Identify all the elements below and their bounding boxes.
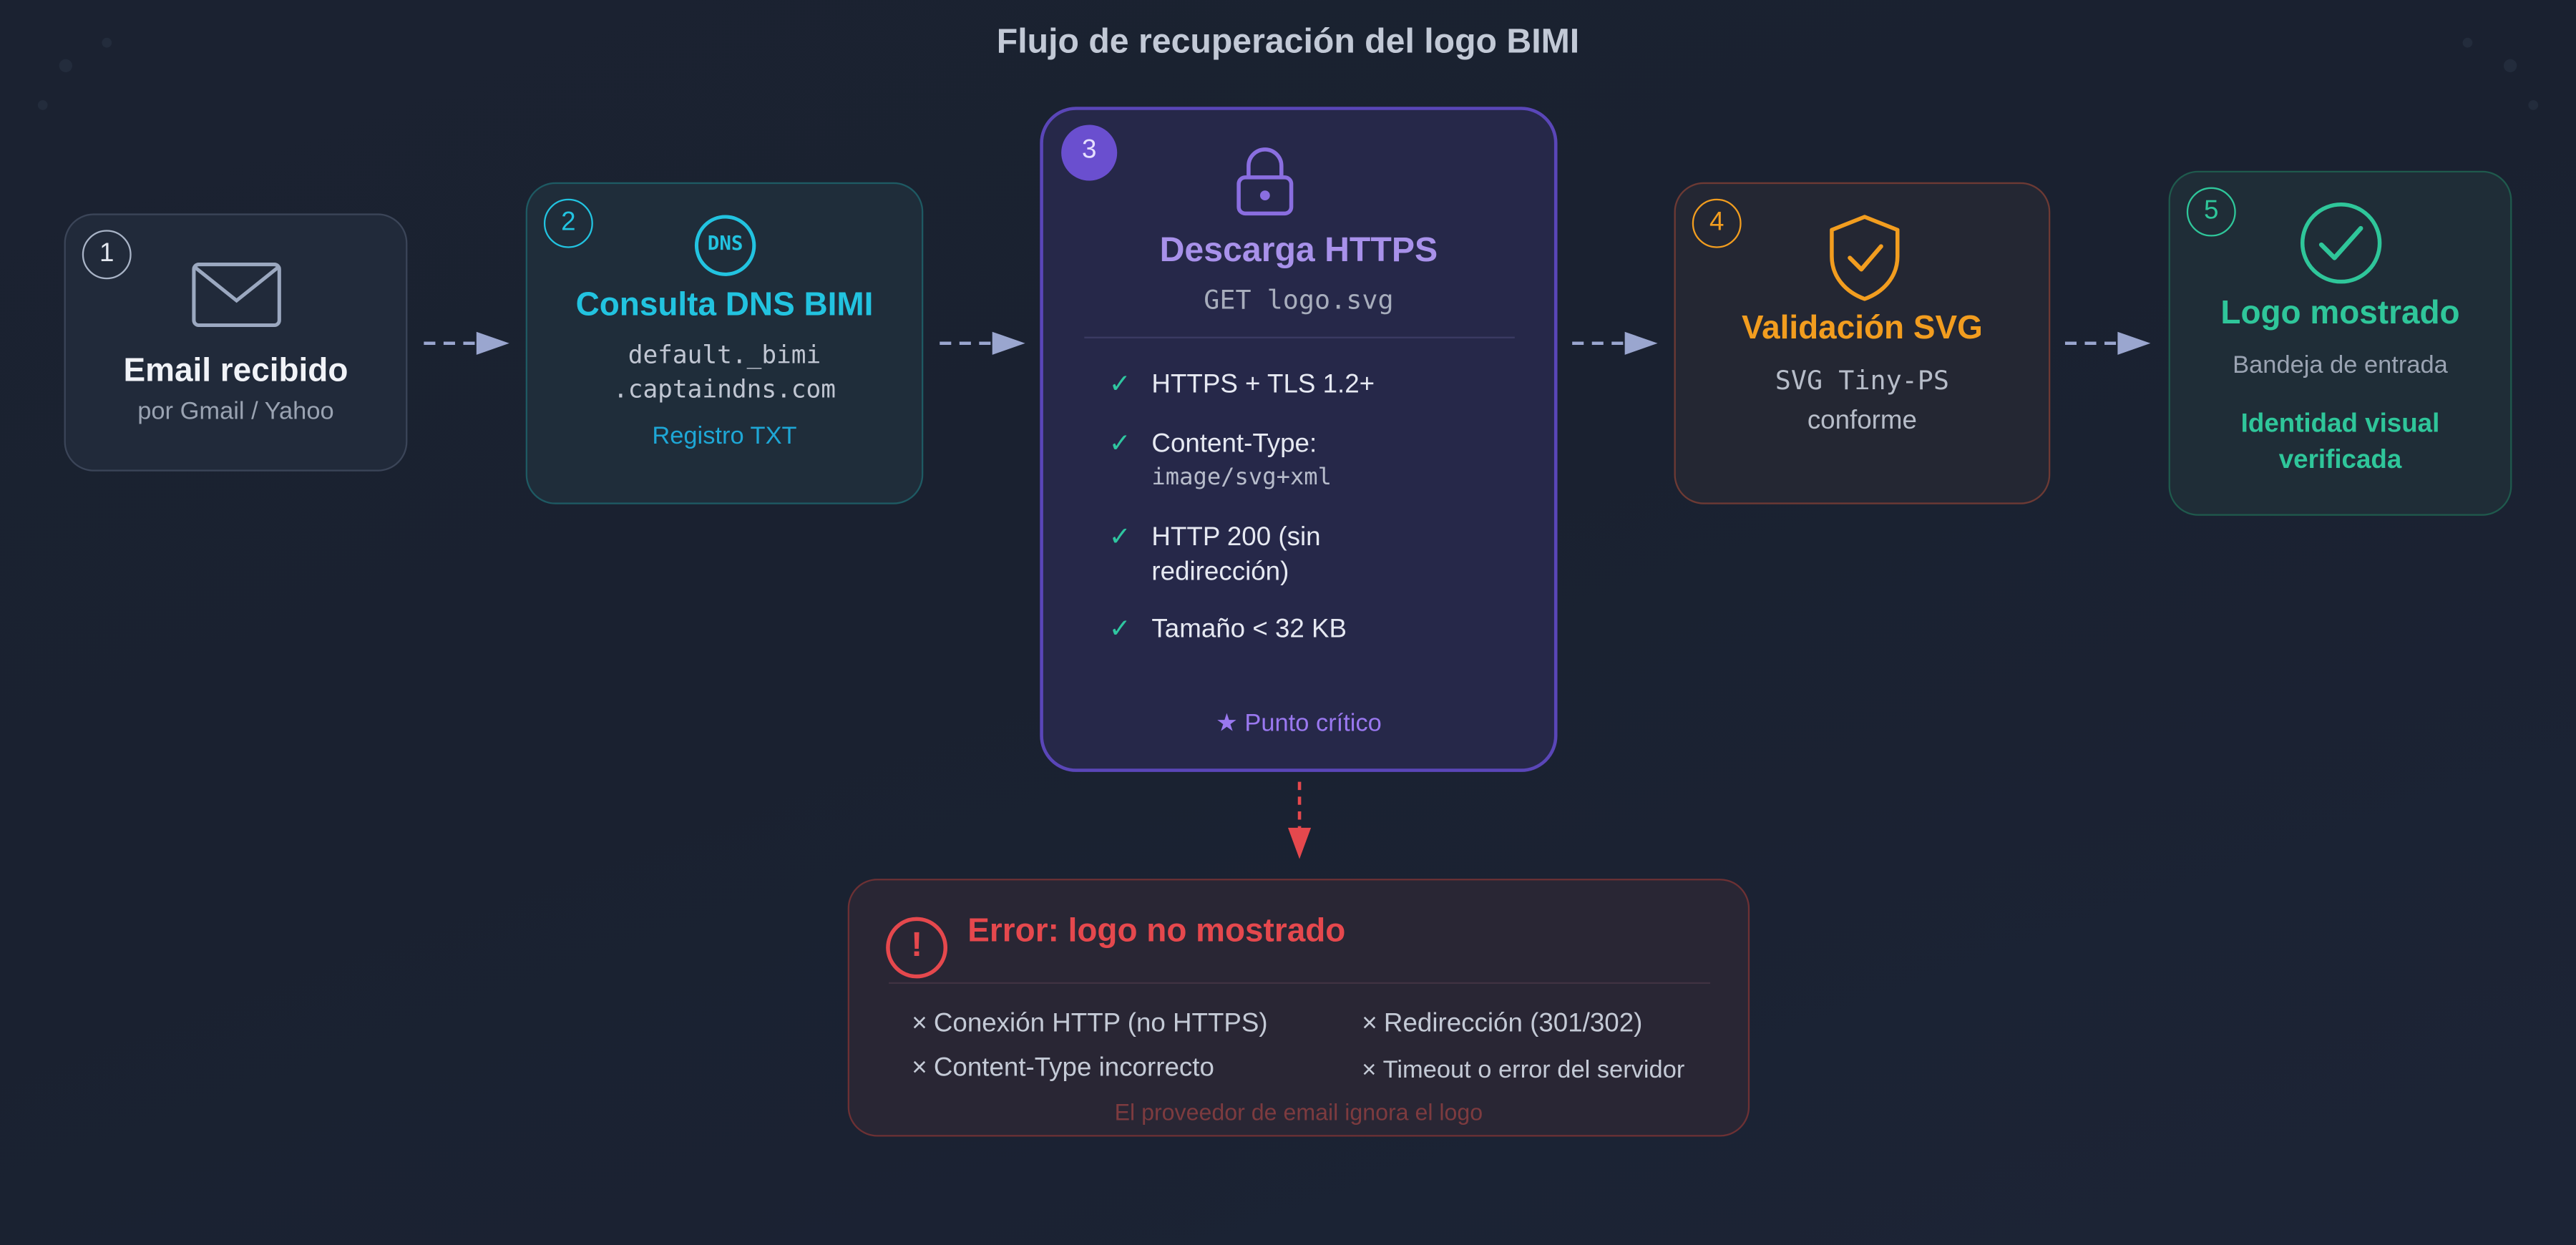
content-type-value: image/svg+xml	[1151, 464, 1332, 492]
step-5-card: 5 Logo mostrado Bandeja de entrada Ident…	[2168, 170, 2512, 516]
shield-check-icon	[1830, 215, 1900, 301]
step-5-badge: 5	[2186, 187, 2236, 237]
step-4-line-1: SVG Tiny-PS	[1775, 364, 1950, 396]
cross-icon: ×	[912, 1010, 927, 1038]
step-1-title: Email recibido	[123, 353, 348, 390]
error-item-content-type: ×Content-Type incorrecto	[912, 1054, 1214, 1083]
step-4-badge: 4	[1692, 198, 1742, 248]
step-5-title: Logo mostrado	[2220, 296, 2460, 332]
arrow-to-error	[1287, 781, 1312, 859]
error-card: ! Error: logo no mostrado ×Conexión HTTP…	[847, 879, 1750, 1137]
step-2-host-line-2: .captaindns.com	[613, 374, 836, 404]
diagram-title: Flujo de recuperación del logo BIMI	[996, 23, 1580, 61]
check-icon: ✓	[1108, 615, 1131, 644]
step-3-subtitle: GET logo.svg	[1204, 284, 1394, 316]
dns-icon-label: DNS	[707, 231, 743, 255]
dns-icon	[694, 215, 756, 276]
envelope-icon	[192, 263, 281, 328]
error-title: Error: logo no mostrado	[967, 913, 1346, 949]
check-icon: ✓	[1108, 430, 1131, 459]
lock-icon	[1236, 147, 1294, 216]
critical-point-label: ★ Punto crítico	[1215, 709, 1382, 738]
error-item-http: ×Conexión HTTP (no HTTPS)	[912, 1010, 1268, 1038]
step-3-title: Descarga HTTPS	[1159, 231, 1438, 270]
check-circle-icon	[2300, 202, 2382, 284]
step-2-note: Registro TXT	[652, 421, 797, 450]
arrow-3-4	[1572, 331, 1658, 355]
step-3-card: 3 Descarga HTTPS GET logo.svg ✓ HTTPS + …	[1040, 107, 1558, 772]
cross-icon: ×	[1362, 1010, 1377, 1038]
exclamation-mark: !	[911, 926, 923, 965]
step-2-badge: 2	[543, 198, 593, 248]
step-5-note-line-1: Identidad visual	[2240, 410, 2440, 439]
step-3-divider	[1084, 336, 1515, 338]
check-icon: ✓	[1108, 524, 1131, 552]
step-4-card: 4 Validación SVG SVG Tiny-PS conforme	[1674, 182, 2051, 504]
cross-icon: ×	[1362, 1056, 1377, 1085]
arrow-2-3	[940, 331, 1025, 355]
cross-icon: ×	[912, 1054, 927, 1083]
error-item-redirect: ×Redirección (301/302)	[1362, 1010, 1643, 1038]
step-3-badge: 3	[1061, 125, 1118, 181]
error-footer: El proveedor de email ignora el logo	[1114, 1098, 1483, 1126]
step-2-host-line-1: default._bimi	[628, 340, 821, 370]
step-2-title: Consulta DNS BIMI	[575, 287, 874, 324]
step-4-line-2: conforme	[1807, 407, 1917, 436]
step-4-title: Validación SVG	[1741, 310, 1983, 347]
arrow-1-2	[424, 331, 509, 355]
step-2-card: 2 DNS Consulta DNS BIMI default._bimi .c…	[525, 182, 924, 504]
error-item-timeout: ×Timeout o error del servidor	[1362, 1056, 1685, 1085]
error-divider	[889, 982, 1711, 985]
arrow-4-5	[2064, 331, 2151, 355]
step-1-subtitle: por Gmail / Yahoo	[137, 397, 334, 426]
step-1-card: 1 Email recibido por Gmail / Yahoo	[64, 213, 408, 472]
step-1-badge: 1	[82, 230, 132, 280]
step-5-subtitle: Bandeja de entrada	[2233, 351, 2448, 380]
check-icon: ✓	[1108, 371, 1131, 399]
exclamation-icon	[886, 917, 948, 979]
step-5-note-line-2: verificada	[2278, 446, 2402, 475]
